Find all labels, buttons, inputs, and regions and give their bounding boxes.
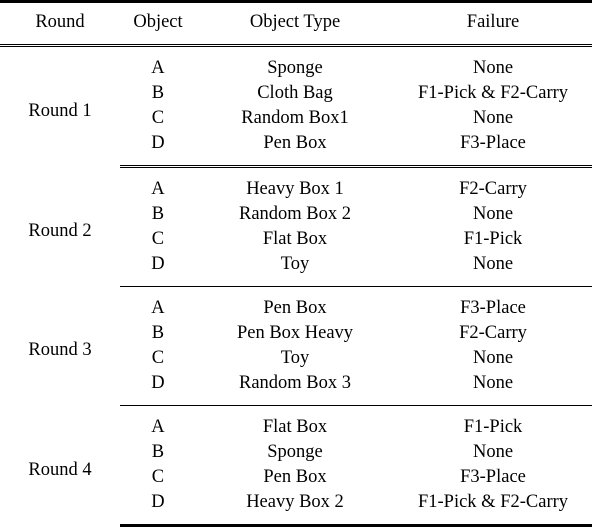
failure-cell: None <box>394 371 592 406</box>
failure-cell: None <box>472 108 514 129</box>
failure-cell: None <box>472 348 514 369</box>
table-row: C Flat Box F1-Pick <box>0 227 592 252</box>
object-type-cell: Pen Box Heavy <box>236 323 354 344</box>
object-cell: C <box>151 108 165 129</box>
failure-cell: F2-Carry <box>459 179 527 200</box>
object-cell: B <box>151 323 165 344</box>
object-type-cell: Toy <box>196 252 394 287</box>
table-body: Round 1 A Sponge None B Cloth Bag F1-Pic… <box>0 46 592 527</box>
object-type-cell: Pen Box <box>263 467 327 488</box>
table-row: C Random Box1 None <box>0 106 592 131</box>
table-header: Round Object Object Type Failure <box>0 0 592 47</box>
table-row: C Toy None <box>0 346 592 371</box>
object-type-cell: Pen Box <box>196 131 394 168</box>
object-type-cell: Sponge <box>267 442 323 463</box>
object-cell: D <box>120 131 196 168</box>
object-cell: C <box>151 229 165 250</box>
object-cell: A <box>151 179 165 200</box>
table-row: C Pen Box F3-Place <box>0 465 592 490</box>
object-cell: D <box>120 371 196 406</box>
failure-cell: F1-Pick <box>463 417 523 438</box>
object-cell: B <box>151 83 165 104</box>
object-type-cell: Toy <box>280 348 310 369</box>
failure-cell: None <box>472 204 514 225</box>
object-type-cell: Pen Box <box>263 298 327 319</box>
table-row: B Pen Box Heavy F2-Carry <box>0 321 592 346</box>
object-cell: B <box>151 442 165 463</box>
object-type-cell: Random Box 2 <box>238 204 352 225</box>
object-cell: C <box>151 467 165 488</box>
column-header-failure: Failure <box>394 0 592 47</box>
table-row: B Random Box 2 None <box>0 202 592 227</box>
failure-cell: F1-Pick & F2-Carry <box>417 83 569 104</box>
failure-cell: F3-Place <box>394 131 592 168</box>
object-cell: D <box>120 252 196 287</box>
object-type-cell: Heavy Box 2 <box>196 490 394 527</box>
table-row: Round 2 A Heavy Box 1 F2-Carry <box>0 167 592 240</box>
table-row: D Toy None <box>0 252 592 287</box>
failure-cell: F2-Carry <box>459 323 527 344</box>
failure-cell: None <box>394 252 592 287</box>
header-row: Round Object Object Type Failure <box>0 0 592 47</box>
object-cell: A <box>151 58 165 79</box>
failure-cell: F3-Place <box>460 298 526 319</box>
object-cell: B <box>151 204 165 225</box>
object-cell: A <box>151 417 165 438</box>
object-type-cell: Random Box1 <box>241 108 349 129</box>
round-label-cell: Round 4 <box>28 459 92 480</box>
table-row: B Sponge None <box>0 440 592 465</box>
object-type-cell: Flat Box <box>262 417 328 438</box>
object-cell: C <box>151 348 165 369</box>
failure-cell: F3-Place <box>460 467 526 488</box>
failure-cell: F1-Pick <box>463 229 523 250</box>
table-row: D Random Box 3 None <box>0 371 592 406</box>
column-header-object-type: Object Type <box>196 0 394 47</box>
table-row: B Cloth Bag F1-Pick & F2-Carry <box>0 81 592 106</box>
object-type-cell: Sponge <box>267 58 323 79</box>
object-cell: D <box>120 490 196 527</box>
object-type-cell: Flat Box <box>262 229 328 250</box>
object-type-cell: Random Box 3 <box>196 371 394 406</box>
object-type-cell: Heavy Box 1 <box>246 179 344 200</box>
table-row: D Pen Box F3-Place <box>0 131 592 168</box>
table-row: Round 3 A Pen Box F3-Place <box>0 287 592 359</box>
round-label-cell: Round 2 <box>28 220 92 241</box>
round-label-cell: Round 3 <box>28 340 92 361</box>
table-row: Round 1 A Sponge None <box>0 46 592 120</box>
failure-cell: F1-Pick & F2-Carry <box>394 490 592 527</box>
object-cell: A <box>151 298 165 319</box>
failure-cell: None <box>472 58 514 79</box>
object-type-cell: Cloth Bag <box>257 83 333 104</box>
failure-cell: None <box>472 442 514 463</box>
table-row: Round 4 A Flat Box F1-Pick <box>0 406 592 479</box>
column-header-round: Round <box>0 0 120 47</box>
round-label-cell: Round 1 <box>28 101 92 121</box>
column-header-object: Object <box>120 0 196 47</box>
